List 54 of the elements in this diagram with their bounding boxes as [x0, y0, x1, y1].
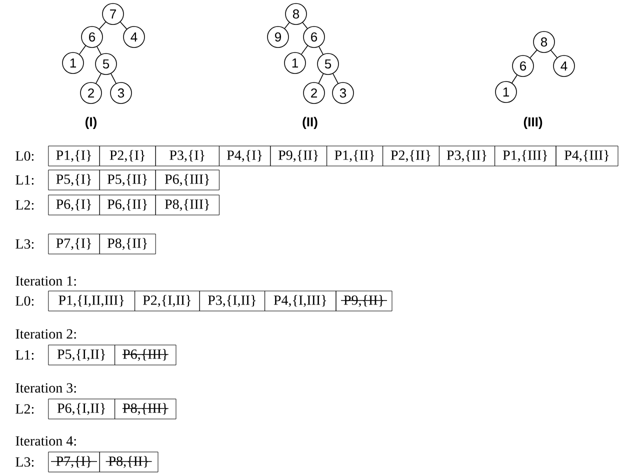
tree-edge: [332, 73, 338, 84]
row-label: L0:: [16, 151, 34, 161]
tree-edge: [512, 74, 518, 84]
table-cell: P1,{I,II,III}: [48, 290, 136, 312]
row-label: L3:: [16, 239, 34, 249]
table-cell: P5,{I,II}: [48, 344, 116, 366]
tree-edge: [301, 45, 308, 55]
tree-edge: [318, 46, 324, 55]
table-cell: P2,{I}: [99, 146, 156, 166]
tree-edge: [550, 50, 558, 58]
row-label: L2:: [16, 200, 34, 210]
iteration-heading: Iteration 4:: [16, 436, 76, 446]
table-cell: P2,{I,II}: [134, 290, 200, 312]
table-cell: P5,{II}: [99, 170, 156, 190]
tree-label: (III): [524, 116, 542, 130]
tree-edge: [530, 50, 538, 58]
row-label: L2:: [16, 404, 34, 414]
iteration-heading: Iteration 1:: [16, 276, 76, 286]
table-cell: P4,{I,III}: [264, 290, 336, 312]
table-cell: P1,{I}: [48, 146, 100, 166]
table-cell: P2,{II}: [382, 146, 440, 166]
tree-edge: [110, 73, 116, 84]
tree-edge: [98, 22, 106, 30]
tree-edge: [120, 22, 128, 30]
tree-edge: [284, 22, 290, 29]
table-cell: P6,{III}: [155, 170, 220, 190]
tree-label: (I): [86, 116, 96, 130]
table-cell: P5,{I}: [48, 170, 100, 190]
table-cell: P3,{II}: [438, 146, 496, 166]
row-label: L3:: [16, 457, 34, 467]
iteration-heading: Iteration 2:: [16, 329, 76, 339]
table-cell: P3,{I,II}: [199, 290, 266, 312]
table-cell: P4,{I}: [218, 146, 271, 166]
tree-edge: [302, 22, 308, 29]
tree-edge: [96, 73, 102, 84]
table-cell: P8,{II}: [99, 234, 156, 254]
iteration-heading: Iteration 3:: [16, 383, 76, 393]
table-cell: P7,{I}: [48, 234, 100, 254]
table-cell: P1,{III}: [494, 146, 556, 166]
table-cell: P6,{I}: [48, 194, 100, 216]
tree-edge: [79, 45, 86, 55]
table-cell: P8,{III}: [155, 194, 220, 216]
tree-edge: [96, 46, 102, 55]
table-cell: P6,{II}: [99, 194, 156, 216]
tree-edge: [318, 73, 324, 84]
row-label: L0:: [16, 296, 34, 306]
table-cell: P4,{III}: [556, 146, 618, 166]
row-label: L1:: [16, 350, 34, 360]
table-cell: P3,{I}: [155, 146, 220, 166]
table-cell: P6,{I,II}: [48, 398, 116, 420]
tree-label: (II): [302, 116, 318, 130]
row-label: L1:: [16, 175, 34, 185]
table-cell: P9,{II}: [270, 146, 328, 166]
table-cell: P1,{II}: [326, 146, 384, 166]
